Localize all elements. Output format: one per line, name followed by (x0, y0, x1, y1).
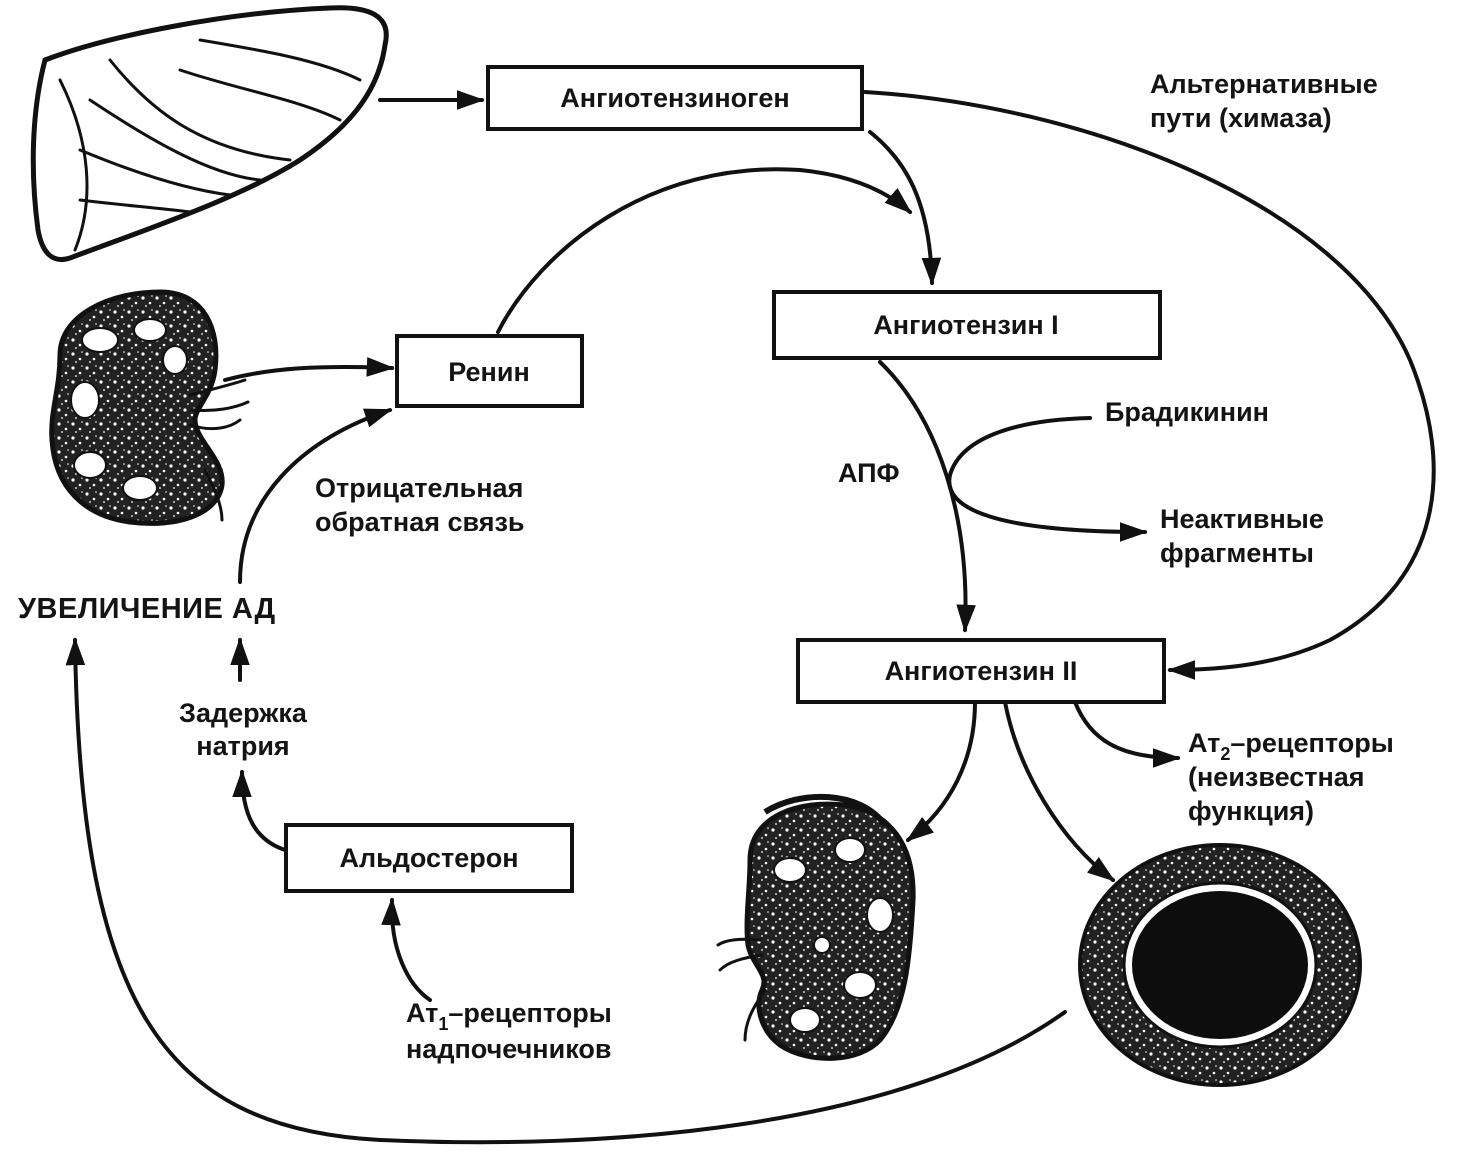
node-renin: Ренин (397, 336, 582, 406)
angiotensin2-label: Ангиотензин II (885, 656, 1078, 686)
node-angiotensinogen: Ангиотензиноген (488, 67, 862, 129)
node-aldosterone: Альдостерон (286, 825, 572, 891)
svg-text:Неактивные: Неактивные (1160, 504, 1324, 534)
arrow-bradykinin-to-inactive (949, 418, 1145, 532)
arrow-alternative-pathway (865, 92, 1434, 670)
arrow-angiotensin2-to-at2 (1075, 702, 1178, 758)
svg-text:обратная связь: обратная связь (315, 507, 525, 537)
aldosterone-label: Альдостерон (339, 843, 518, 873)
svg-text:надпочечников: надпочечников (406, 1034, 611, 1064)
svg-text:пути (химаза): пути (химаза) (1150, 103, 1332, 133)
arrow-at1-to-aldosterone (392, 900, 430, 1000)
svg-text:Альтернативные: Альтернативные (1150, 69, 1378, 99)
svg-text:(неизвестная: (неизвестная (1188, 762, 1365, 792)
angiotensinogen-label: Ангиотензиноген (560, 83, 789, 113)
svg-text:Ат1–рецепторы: Ат1–рецепторы (406, 998, 612, 1034)
svg-text:фрагменты: фрагменты (1160, 538, 1314, 568)
svg-text:Отрицательная: Отрицательная (315, 473, 523, 503)
node-angiotensin-1: Ангиотензин I (774, 292, 1160, 358)
arrow-angiotensin2-to-kidney (908, 702, 975, 840)
arrow-angiotensinogen-to-angiotensin1 (870, 132, 932, 283)
arrow-aldosterone-to-sodium (242, 772, 285, 850)
alternative-pathways-label: Альтернативные пути (химаза) (1150, 69, 1378, 133)
bp-increase-label: УВЕЛИЧЕНИЕ АД (18, 593, 276, 625)
negative-feedback-label: Отрицательная обратная связь (315, 473, 525, 537)
svg-text:функция): функция) (1188, 796, 1314, 826)
at1-receptors-label: Ат1–рецепторы надпочечников (406, 998, 612, 1064)
arrow-kidney-to-renin (225, 367, 392, 380)
angiotensin1-label: Ангиотензин I (873, 310, 1058, 340)
kidney-icon (52, 292, 248, 523)
renin-label: Ренин (448, 357, 530, 387)
kidney-icon (718, 797, 913, 1059)
ace-label: АПФ (838, 458, 900, 488)
bradykinin-label: Брадикинин (1105, 397, 1269, 427)
liver-icon (33, 8, 386, 260)
at2-receptors-label: Ат2–рецепторы (неизвестная функция) (1188, 728, 1394, 826)
svg-text:Ат2–рецепторы: Ат2–рецепторы (1188, 728, 1394, 764)
inactive-fragments-label: Неактивные фрагменты (1160, 504, 1324, 568)
svg-text:Задержка: Задержка (179, 698, 308, 728)
sodium-retention-label: Задержка натрия (179, 698, 308, 761)
svg-text:натрия: натрия (196, 731, 289, 761)
node-angiotensin-2: Ангиотензин II (798, 640, 1164, 702)
arrow-angiotensin2-to-vessel (1005, 702, 1113, 880)
blood-vessel-icon (1080, 845, 1360, 1085)
